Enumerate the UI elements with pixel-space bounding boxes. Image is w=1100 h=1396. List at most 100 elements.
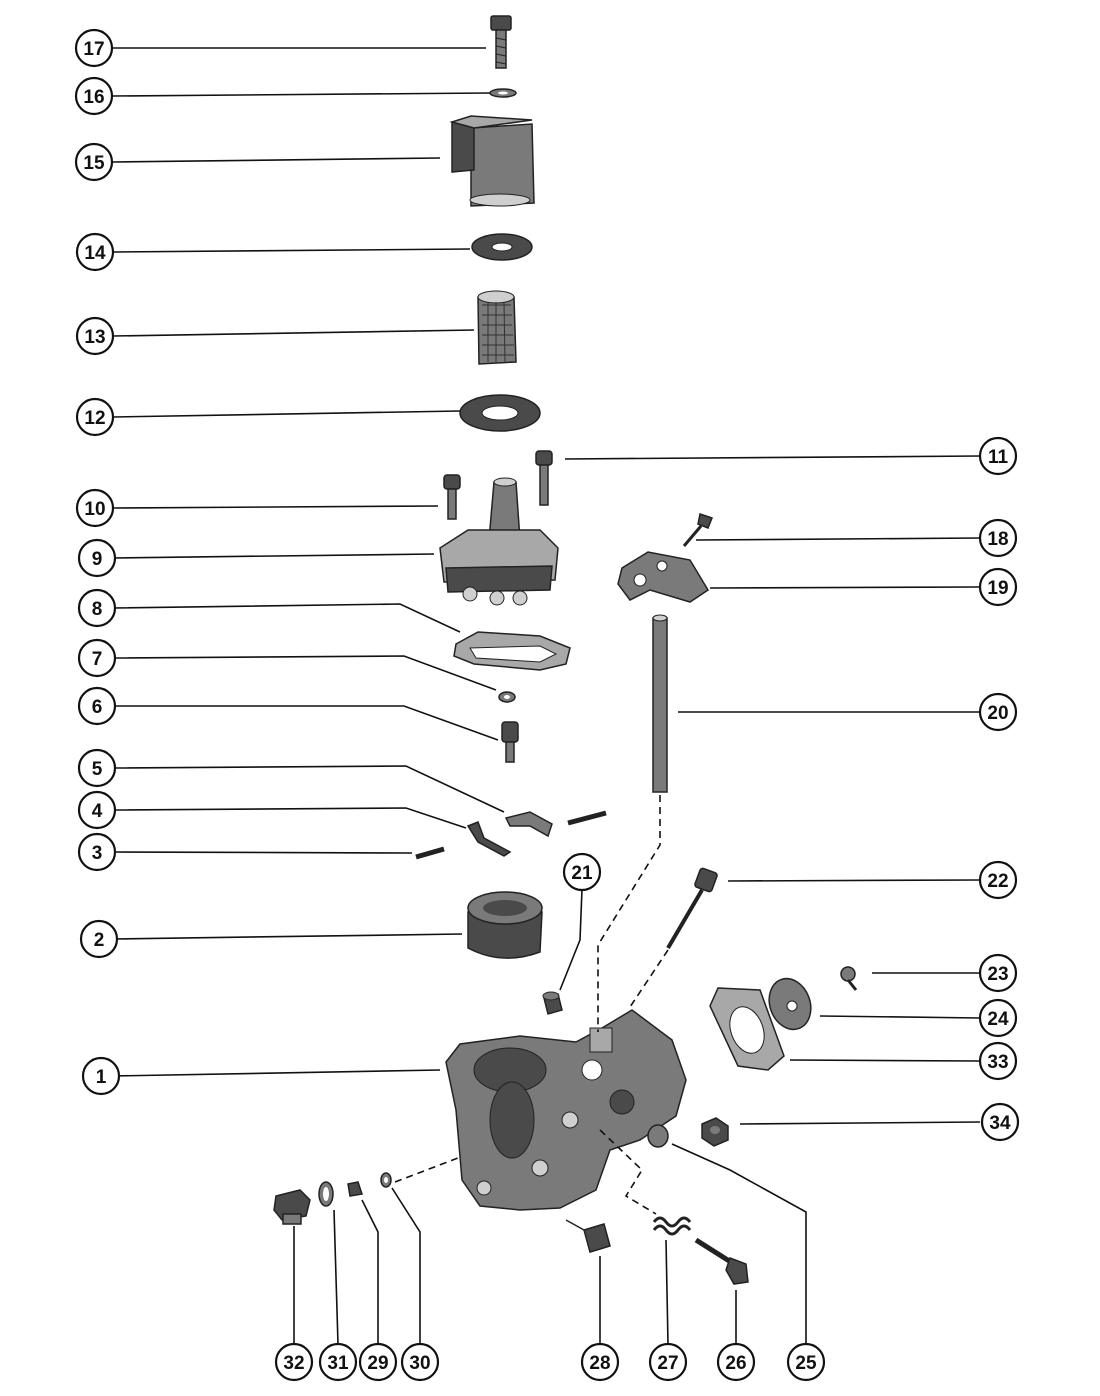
callout-19: 19 xyxy=(978,567,1018,607)
assembly-line-30 xyxy=(394,1157,459,1183)
callout-3: 3 xyxy=(77,832,117,872)
callout-label-4: 4 xyxy=(92,801,103,822)
callout-label-28: 28 xyxy=(589,1353,610,1374)
callout-label-9: 9 xyxy=(92,549,103,570)
callout-label-7: 7 xyxy=(92,649,103,670)
callout-10: 10 xyxy=(75,488,115,528)
callout-label-31: 31 xyxy=(327,1353,349,1374)
part-13-filter xyxy=(477,290,517,365)
callout-label-24: 24 xyxy=(987,1009,1009,1030)
callout-label-23: 23 xyxy=(987,964,1008,985)
part-15-cover xyxy=(449,115,535,207)
part-27-spring xyxy=(652,1216,692,1236)
part-31-gasket xyxy=(318,1181,334,1207)
callout-9: 9 xyxy=(77,538,117,578)
callout-24: 24 xyxy=(978,998,1018,1038)
callout-13: 13 xyxy=(75,316,115,356)
part-6-inlet-seat xyxy=(501,721,519,763)
callout-label-22: 22 xyxy=(987,871,1008,892)
assembly-line-22 xyxy=(627,949,669,1011)
part-2-float xyxy=(467,891,543,959)
callout-label-34: 34 xyxy=(989,1113,1011,1134)
callout-4: 4 xyxy=(77,790,117,830)
part-11-screw xyxy=(535,450,553,506)
callout-layer: 17 16 15 14 13 12 11 10 9 18 19 8 7 6 20… xyxy=(74,28,1020,1382)
part-25-plug xyxy=(647,1124,669,1148)
callout-label-19: 19 xyxy=(987,578,1008,599)
part-19-bracket xyxy=(617,551,710,603)
assembly-line-27 xyxy=(599,1129,657,1215)
callout-26: 26 xyxy=(716,1342,756,1382)
callout-label-13: 13 xyxy=(84,327,105,348)
callout-31: 31 xyxy=(318,1342,358,1382)
callout-8: 8 xyxy=(77,588,117,628)
assembly-line-20 xyxy=(597,795,661,1032)
callout-label-20: 20 xyxy=(987,703,1008,724)
callout-label-29: 29 xyxy=(367,1353,388,1374)
callout-label-32: 32 xyxy=(283,1353,304,1374)
callout-14: 14 xyxy=(75,232,115,272)
callout-1: 1 xyxy=(81,1056,121,1096)
callout-6: 6 xyxy=(77,686,117,726)
part-34-nut xyxy=(701,1117,729,1147)
part-12-gasket xyxy=(459,394,541,432)
callout-30: 30 xyxy=(400,1342,440,1382)
part-22-needle xyxy=(666,867,718,950)
part-8-gasket xyxy=(453,631,571,671)
callout-23: 23 xyxy=(978,953,1018,993)
part-20-rod xyxy=(652,614,668,793)
callout-label-25: 25 xyxy=(795,1353,817,1374)
part-9-fuel-bowl-cover xyxy=(439,477,559,606)
part-18-screw xyxy=(682,513,713,547)
callout-label-17: 17 xyxy=(83,39,104,60)
callout-27: 27 xyxy=(648,1342,688,1382)
callout-32: 32 xyxy=(274,1342,314,1382)
callout-label-30: 30 xyxy=(409,1353,430,1374)
part-17-screw xyxy=(490,15,512,69)
callout-label-27: 27 xyxy=(657,1353,678,1374)
part-30-o-ring xyxy=(380,1172,392,1188)
part-10-screw xyxy=(443,474,461,520)
callout-2: 2 xyxy=(79,919,119,959)
callout-label-2: 2 xyxy=(94,930,105,951)
callout-label-16: 16 xyxy=(83,87,104,108)
callout-label-1: 1 xyxy=(96,1067,107,1088)
part-5-pin xyxy=(567,810,607,826)
part-24-plate xyxy=(768,977,812,1031)
callout-21: 21 xyxy=(562,852,602,892)
callout-label-26: 26 xyxy=(725,1353,746,1374)
callout-33: 33 xyxy=(978,1041,1018,1081)
part-32-plug xyxy=(273,1189,311,1225)
part-28-plug xyxy=(565,1219,611,1253)
callout-label-21: 21 xyxy=(571,863,593,884)
callout-7: 7 xyxy=(77,638,117,678)
part-26-screw xyxy=(694,1237,749,1285)
callout-label-3: 3 xyxy=(92,843,103,864)
callout-5: 5 xyxy=(77,748,117,788)
callout-label-33: 33 xyxy=(987,1052,1008,1073)
part-7-washer xyxy=(498,691,516,703)
callout-label-14: 14 xyxy=(84,243,106,264)
part-33-gasket xyxy=(709,987,785,1071)
callout-12: 12 xyxy=(75,397,115,437)
callout-16: 16 xyxy=(74,76,114,116)
callout-label-10: 10 xyxy=(84,499,105,520)
callout-20: 20 xyxy=(978,692,1018,732)
callout-15: 15 xyxy=(74,142,114,182)
callout-25: 25 xyxy=(786,1342,826,1382)
callout-label-6: 6 xyxy=(92,697,103,718)
part-3-pin xyxy=(415,846,445,860)
callout-29: 29 xyxy=(358,1342,398,1382)
callout-label-11: 11 xyxy=(988,447,1009,468)
callout-label-12: 12 xyxy=(84,408,105,429)
callout-label-5: 5 xyxy=(92,759,103,780)
callout-34: 34 xyxy=(980,1102,1020,1142)
callout-label-8: 8 xyxy=(92,599,103,620)
part-4-float-arm xyxy=(466,811,553,857)
part-1-carburetor-body xyxy=(445,1009,687,1211)
callout-22: 22 xyxy=(978,860,1018,900)
part-14-gasket xyxy=(471,233,533,261)
callout-11: 11 xyxy=(978,436,1018,476)
part-16-washer xyxy=(489,88,517,98)
